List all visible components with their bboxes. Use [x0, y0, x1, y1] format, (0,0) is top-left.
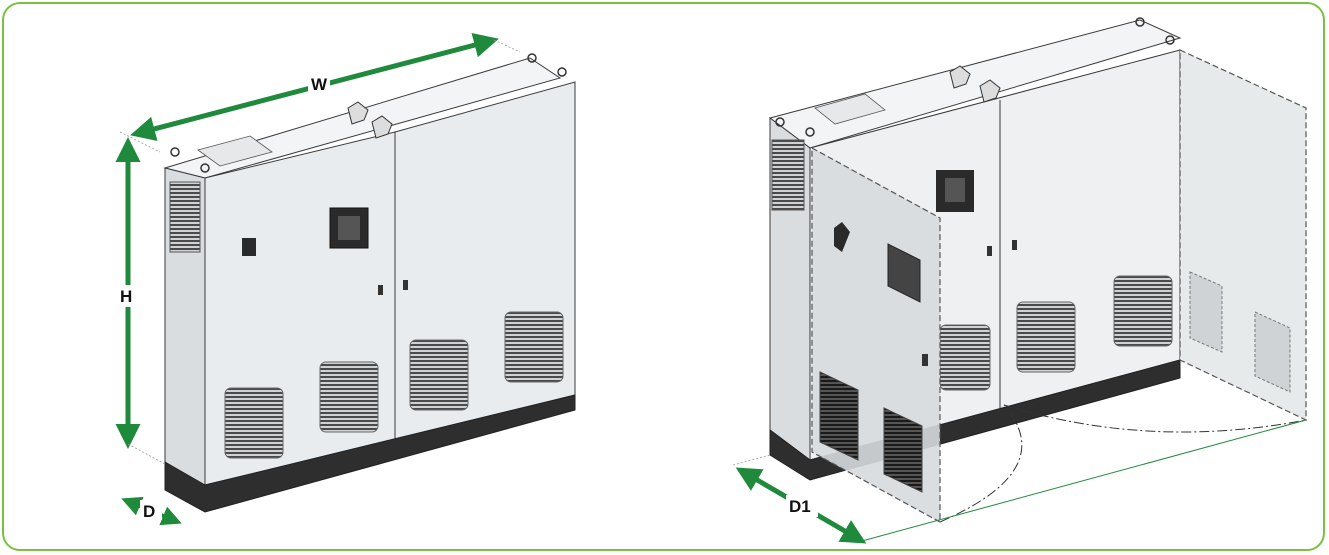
- side-grille: [771, 139, 805, 211]
- open-enclosure: [768, 17, 1307, 524]
- width-label-bg: [308, 73, 330, 93]
- open-depth-reference-line: [861, 419, 1307, 542]
- rotary-switch-handle: [242, 238, 256, 256]
- open-depth-label-bg: [786, 495, 818, 517]
- door-swing-arc: [1003, 404, 1307, 433]
- vent-grille: [409, 339, 469, 411]
- control-unit-rear: [887, 243, 921, 303]
- closed-enclosure: [163, 53, 576, 513]
- door-lock: [378, 285, 383, 295]
- extension-line: [127, 443, 166, 465]
- vent-grille: [504, 311, 564, 383]
- vent-grille: [319, 361, 379, 433]
- extension-line: [732, 454, 771, 466]
- center-lifting-bracket: [949, 65, 971, 89]
- vent-grille: [939, 324, 991, 391]
- rotary-switch-handle: [834, 222, 850, 252]
- control-unit-display: [945, 178, 965, 202]
- height-label-bg: [116, 285, 138, 307]
- center-lifting-bracket: [979, 79, 1001, 103]
- roof-plate: [814, 93, 886, 125]
- door-lock: [922, 354, 928, 366]
- depth-label-bg: [140, 500, 162, 520]
- lifting-eye: [1135, 17, 1145, 27]
- door-lock: [1012, 240, 1017, 250]
- width-label: W: [311, 75, 328, 94]
- extension-line: [119, 131, 161, 153]
- side-grille: [169, 181, 201, 253]
- vent-grille: [224, 387, 284, 459]
- lifting-eye: [557, 67, 567, 77]
- lifting-eye: [805, 127, 815, 137]
- height-label: H: [120, 287, 132, 306]
- door-filter: [819, 371, 859, 461]
- lifting-eye: [200, 163, 210, 173]
- depth-label: D: [143, 502, 155, 521]
- door-filter: [1189, 271, 1223, 353]
- open-depth-label: D1: [789, 497, 811, 516]
- vent-grille: [1016, 301, 1076, 373]
- plinth: [164, 394, 576, 513]
- control-unit-display: [338, 216, 360, 240]
- door-lock: [987, 246, 992, 256]
- door-swing-arc: [939, 404, 1023, 523]
- lifting-eye: [170, 147, 180, 157]
- extension-line: [493, 39, 521, 53]
- door-filter: [1254, 311, 1291, 393]
- vent-grille: [1113, 275, 1173, 347]
- lifting-eye: [527, 53, 537, 63]
- lifting-eye: [775, 117, 785, 127]
- lifting-eye: [1165, 35, 1175, 45]
- door-filter: [883, 407, 923, 493]
- door-lock: [403, 280, 408, 290]
